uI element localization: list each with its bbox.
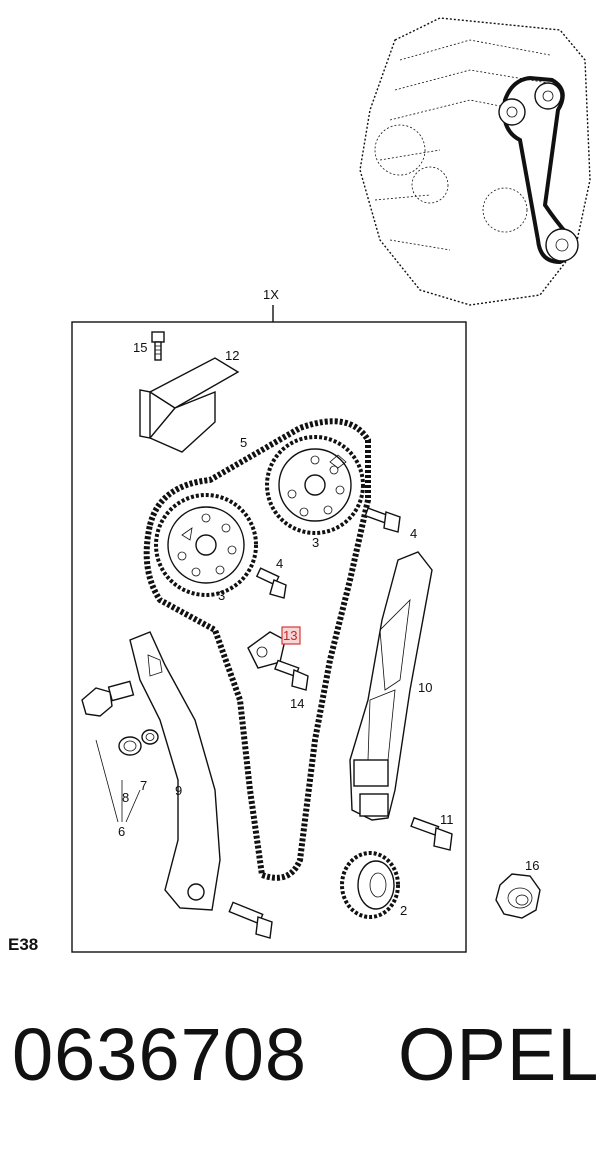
callout-9: 9 (175, 783, 182, 798)
callout-14: 14 (290, 696, 304, 711)
bolt-4-right-icon (364, 507, 401, 533)
chain-tensioner-rail-bolt-13-icon (247, 631, 286, 669)
bolt-14-icon (274, 659, 309, 691)
timing-chain-exploded-diagram: 1X 15 12 5 3 3 (8, 17, 591, 954)
callout-6: 6 (118, 824, 125, 839)
callout-7: 7 (140, 778, 147, 793)
callout-10: 10 (418, 680, 432, 695)
screw-plug-16-icon (495, 873, 541, 919)
chain-tensioner-6-icon (81, 680, 141, 823)
callout-4-center: 4 (276, 556, 283, 571)
callout-4-right: 4 (410, 526, 417, 541)
footer: 0636708 OPEL (0, 1018, 600, 1138)
camshaft-sprocket-left-icon (154, 493, 258, 597)
callout-12: 12 (225, 348, 239, 363)
part-number: 0636708 (12, 1013, 308, 1096)
kit-label: 1X (263, 287, 279, 302)
callout-13-highlight (281, 626, 301, 645)
camshaft-sprocket-right-icon (265, 435, 365, 535)
callout-16: 16 (525, 858, 539, 873)
callout-15: 15 (133, 340, 147, 355)
chain-guide-bracket-12-icon (139, 357, 240, 453)
bolt-15-icon (151, 331, 165, 361)
callout-3-left: 3 (218, 588, 225, 603)
callout-11: 11 (440, 812, 454, 827)
crankshaft-sprocket-2-icon (340, 851, 400, 919)
callout-5: 5 (240, 435, 247, 450)
callout-13: 13 (283, 628, 297, 643)
chain-guide-rail-10-icon (349, 551, 433, 821)
brand-name: OPEL (398, 1013, 600, 1096)
kit-frame (71, 321, 467, 953)
tensioner-rail-9-icon (129, 631, 221, 911)
timing-chain-5-icon (143, 418, 371, 881)
sealing-ring-8-icon (118, 736, 142, 756)
figure-code: E38 (8, 935, 38, 954)
bolt-4-center-icon (255, 567, 287, 599)
bolt-11-icon (410, 816, 453, 851)
bolt-bottom-icon (228, 901, 273, 939)
callout-2: 2 (400, 903, 407, 918)
callout-3-right: 3 (312, 535, 319, 550)
callout-8: 8 (122, 790, 129, 805)
engine-overview-illustration (359, 17, 591, 306)
o-ring-7-icon (141, 729, 159, 745)
